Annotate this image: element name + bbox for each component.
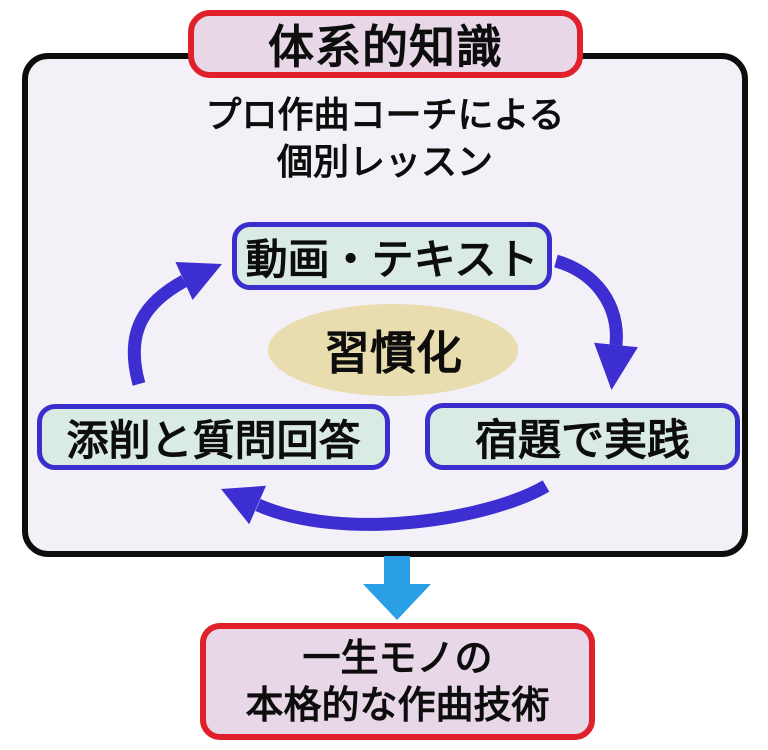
- cycle-box-correction-qa-label: 添削と質問回答: [66, 415, 361, 465]
- cycle-box-video-text-label: 動画・テキスト: [245, 234, 539, 284]
- lesson-subtitle-line2: 個別レッスン: [276, 142, 493, 183]
- result-line1: 一生モノの: [302, 635, 493, 680]
- habit-ellipse: 習慣化: [268, 304, 518, 396]
- habit-ellipse-label: 習慣化: [324, 326, 462, 380]
- lesson-subtitle: プロ作曲コーチによる 個別レッスン: [22, 92, 748, 186]
- flow-down-arrow-icon: [363, 556, 431, 620]
- systematic-knowledge-banner: 体系的知識: [188, 10, 583, 78]
- cycle-box-homework-label: 宿題で実践: [475, 415, 690, 466]
- lesson-subtitle-line1: プロ作曲コーチによる: [205, 95, 565, 136]
- cycle-box-homework: 宿題で実践: [425, 403, 740, 470]
- result-line2: 本格的な作曲技術: [245, 682, 550, 727]
- cycle-box-correction-qa: 添削と質問回答: [37, 404, 390, 470]
- result-box: 一生モノの 本格的な作曲技術: [200, 623, 595, 740]
- banner-label: 体系的知識: [268, 20, 503, 74]
- cycle-box-video-text: 動画・テキスト: [232, 222, 552, 290]
